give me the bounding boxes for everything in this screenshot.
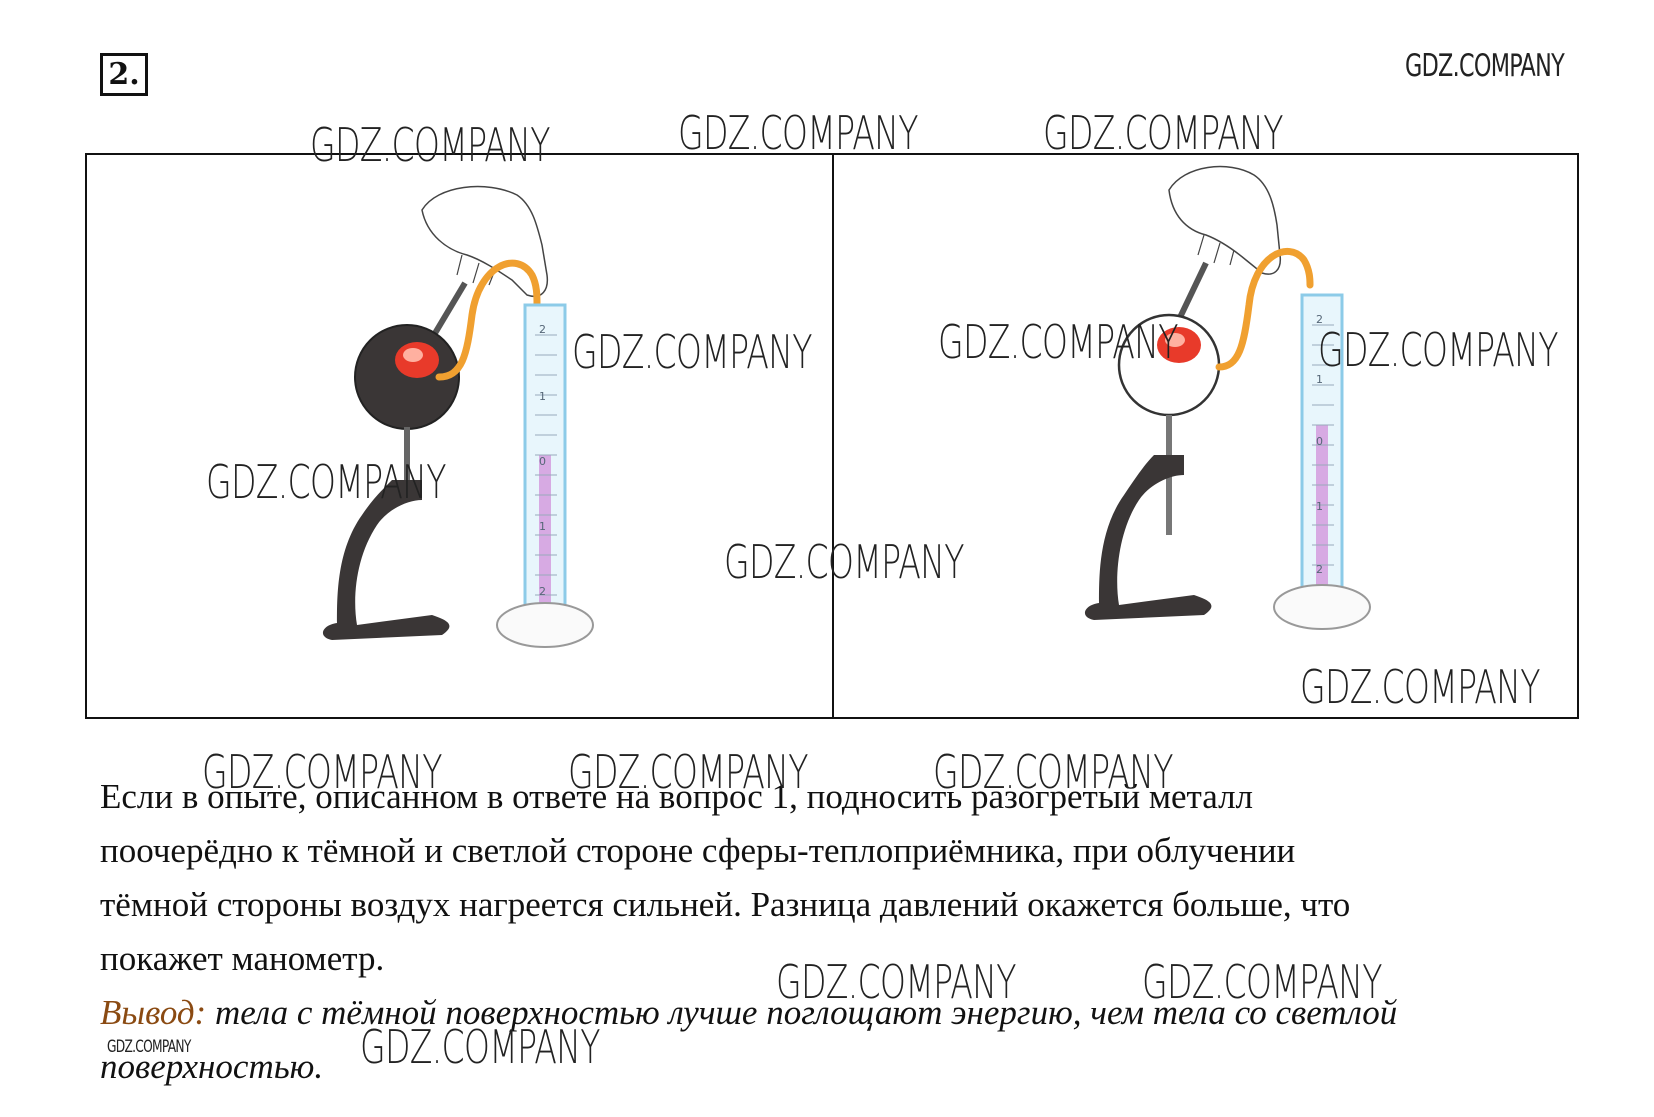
watermark: GDZ.COMPANY [776,955,1016,1009]
manometer-base [496,602,594,648]
watermark: GDZ.COMPANY [1043,106,1283,160]
watermark: GDZ.COMPANY [678,106,918,160]
watermark: GDZ.COMPANY [206,455,446,509]
scale-label: 2 [1316,313,1323,326]
paragraph-line: поочерёдно к тёмной и светлой стороне сф… [100,831,1296,870]
scale-label: 2 [1316,563,1323,576]
task-number: 2. [100,53,148,96]
conclusion-label: Вывод: [100,993,207,1032]
watermark: GDZ.COMPANY [572,325,812,379]
panel-divider [832,155,834,717]
paragraph-line: покажет манометр. [100,939,385,978]
manometer-liquid [1316,425,1328,590]
watermark: GDZ.COMPANY [310,118,550,172]
rubber-tube [1215,247,1314,371]
watermark: GDZ.COMPANY [568,745,808,799]
conclusion-text: тела с тёмной поверхностью лучше поглоща… [206,993,1398,1032]
scale-label: 1 [539,390,546,403]
left-panel-dark-sphere: 2 1 0 1 2 [87,155,832,717]
watermark: GDZ.COMPANY [1318,323,1558,377]
watermark: GDZ.COMPANY [360,1020,600,1074]
watermark: GDZ.COMPANY [1142,955,1382,1009]
manometer-ticks [1312,324,1334,566]
watermark: GDZ.COMPANY [1405,48,1565,84]
left-illustration: 2 1 0 1 2 [322,185,594,648]
watermark: GDZ.COMPANY [938,315,1178,369]
answer-text: Если в опыте, описанном в ответе на вопр… [100,770,1560,1094]
manometer-base [1273,584,1371,630]
scale-label: 0 [539,455,546,468]
rubber-tube [435,259,541,381]
watermark: GDZ.COMPANY [1300,660,1540,714]
scale-label: 0 [1316,435,1323,448]
experiment-figure: 2 1 0 1 2 [85,153,1579,719]
scale-label: 1 [539,520,546,533]
right-illustration: 2 1 0 1 2 [1084,165,1371,630]
manometer-liquid [539,455,551,605]
scale-label: 2 [539,585,546,598]
watermark: GDZ.COMPANY [933,745,1173,799]
right-panel-light-sphere: 2 1 0 1 2 [834,155,1579,717]
stand [322,480,450,640]
scale-label: 2 [539,323,546,336]
manometer-ticks [535,334,557,596]
scale-label: 1 [1316,373,1323,386]
hand-illustration [1168,165,1282,275]
scale-label: 1 [1316,500,1323,513]
paragraph-line: тёмной стороны воздух нагреется сильней.… [100,885,1351,924]
hand-illustration [421,185,549,297]
paragraph-line: Если в опыте, описанном в ответе на вопр… [100,777,1254,816]
stand [1084,455,1212,620]
watermark: GDZ.COMPANY [107,1037,191,1057]
conclusion-line-2: поверхностью. [100,1047,324,1086]
watermark: GDZ.COMPANY [202,745,442,799]
watermark: GDZ.COMPANY [724,535,964,589]
conclusion: Вывод: тела с тёмной поверхностью лучше … [100,986,1560,1040]
